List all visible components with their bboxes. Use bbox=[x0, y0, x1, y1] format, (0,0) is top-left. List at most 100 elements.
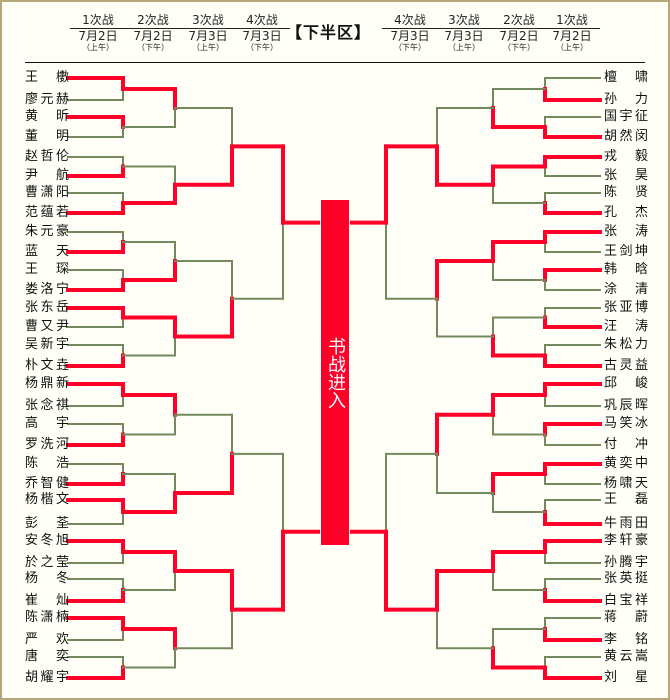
round-date: 7月3日 bbox=[390, 29, 430, 43]
player-name: 黄奕中 bbox=[604, 456, 648, 471]
player-name: 朴文垚 bbox=[25, 358, 69, 373]
player-name: 国宇征 bbox=[604, 109, 648, 124]
center-final-bar: 书战进入 bbox=[321, 200, 349, 545]
player-name: 杨鼎新 bbox=[25, 376, 69, 391]
player-name: 韩 晗 bbox=[604, 262, 648, 277]
player-name: 乔智健 bbox=[25, 476, 69, 491]
player-name: 吴新宇 bbox=[25, 337, 69, 352]
player-name: 黄 昕 bbox=[25, 109, 69, 124]
player-name: 杨楷文 bbox=[25, 492, 69, 507]
player-name: 杨啸天 bbox=[604, 476, 648, 491]
round-session: （下午） bbox=[137, 43, 169, 52]
player-name: 蒋 蔚 bbox=[604, 610, 648, 625]
player-name: 尹 航 bbox=[25, 168, 69, 183]
player-name: 李轩豪 bbox=[604, 533, 648, 548]
round-session: （上午） bbox=[448, 43, 480, 52]
bracket-title: 【下半区】 bbox=[286, 23, 372, 42]
round-label: 1次战 bbox=[544, 13, 600, 29]
player-name: 邱 峻 bbox=[604, 376, 648, 391]
player-name: 娄洛宁 bbox=[25, 282, 69, 297]
player-name: 王 櫢 bbox=[25, 70, 69, 85]
center-label: 书战进入 bbox=[325, 336, 346, 409]
round-session: （上午） bbox=[82, 43, 114, 52]
player-name: 王 琛 bbox=[25, 262, 69, 277]
round-session: （下午） bbox=[246, 43, 278, 52]
player-name: 安冬旭 bbox=[25, 533, 69, 548]
player-name: 罗洗河 bbox=[25, 437, 69, 452]
player-name: 孔 杰 bbox=[604, 205, 648, 220]
player-name: 张东岳 bbox=[25, 300, 69, 315]
player-name: 陈 贤 bbox=[604, 185, 648, 200]
round-label: 4次战 bbox=[382, 13, 438, 29]
round-label: 2次战 bbox=[491, 13, 547, 29]
player-name: 於之莹 bbox=[25, 555, 69, 570]
player-name: 王 磊 bbox=[604, 492, 648, 507]
player-name: 朱元豪 bbox=[25, 224, 69, 239]
round-session: （下午） bbox=[394, 43, 426, 52]
round-date: 7月3日 bbox=[188, 29, 228, 43]
round-label: 2次战 bbox=[125, 13, 181, 29]
player-name: 董 明 bbox=[25, 129, 69, 144]
player-name: 严 欢 bbox=[25, 632, 69, 647]
player-name: 马笑冰 bbox=[604, 416, 648, 431]
round-session: （下午） bbox=[503, 43, 535, 52]
round-label: 4次战 bbox=[234, 13, 290, 29]
player-name: 高 宇 bbox=[25, 416, 69, 431]
player-name: 彭 荃 bbox=[25, 516, 69, 531]
player-name: 李 铭 bbox=[604, 632, 648, 647]
player-name: 戎 毅 bbox=[604, 149, 648, 164]
player-name: 古灵益 bbox=[604, 358, 648, 373]
round-session: （上午） bbox=[556, 43, 588, 52]
round-session: （上午） bbox=[192, 43, 224, 52]
round-date: 7月2日 bbox=[499, 29, 539, 43]
player-name: 孙腾宇 bbox=[604, 555, 648, 570]
player-name: 曹潇阳 bbox=[25, 185, 69, 200]
player-name: 曹又尹 bbox=[25, 319, 69, 334]
player-name: 崔 灿 bbox=[25, 593, 69, 608]
player-name: 张 昊 bbox=[604, 168, 648, 183]
player-name: 张英挺 bbox=[604, 571, 648, 586]
player-name: 陈 浩 bbox=[25, 456, 69, 471]
player-name: 付 冲 bbox=[604, 437, 648, 452]
player-name: 张念祺 bbox=[25, 398, 69, 413]
player-name: 孙 力 bbox=[604, 92, 648, 107]
round-label: 3次战 bbox=[436, 13, 492, 29]
header-divider bbox=[25, 62, 645, 63]
player-name: 胡然闵 bbox=[604, 129, 648, 144]
player-name: 范蕴若 bbox=[25, 205, 69, 220]
player-name: 杨 冬 bbox=[25, 571, 69, 586]
player-name: 张 涛 bbox=[604, 224, 648, 239]
player-name: 陈潇楠 bbox=[25, 610, 69, 625]
round-date: 7月2日 bbox=[133, 29, 173, 43]
player-name: 胡耀宇 bbox=[25, 670, 69, 685]
player-name: 赵哲伦 bbox=[25, 149, 69, 164]
round-date: 7月2日 bbox=[78, 29, 118, 43]
round-date: 7月3日 bbox=[444, 29, 484, 43]
player-name: 巩辰晖 bbox=[604, 398, 648, 413]
round-date: 7月3日 bbox=[242, 29, 282, 43]
round-label: 3次战 bbox=[180, 13, 236, 29]
round-label: 1次战 bbox=[70, 13, 126, 29]
player-name: 朱松力 bbox=[604, 337, 648, 352]
player-name: 张亚博 bbox=[604, 300, 648, 315]
player-name: 刘 星 bbox=[604, 670, 648, 685]
player-name: 檀 啸 bbox=[604, 70, 648, 85]
player-name: 涂 清 bbox=[604, 282, 648, 297]
player-name: 王剑坤 bbox=[604, 244, 648, 259]
player-name: 牛雨田 bbox=[604, 516, 648, 531]
player-name: 唐 奕 bbox=[25, 649, 69, 664]
player-name: 廖元赫 bbox=[25, 92, 69, 107]
round-date: 7月2日 bbox=[552, 29, 592, 43]
player-name: 汪 涛 bbox=[604, 319, 648, 334]
player-name: 白宝祥 bbox=[604, 593, 648, 608]
player-name: 蓝 天 bbox=[25, 244, 69, 259]
